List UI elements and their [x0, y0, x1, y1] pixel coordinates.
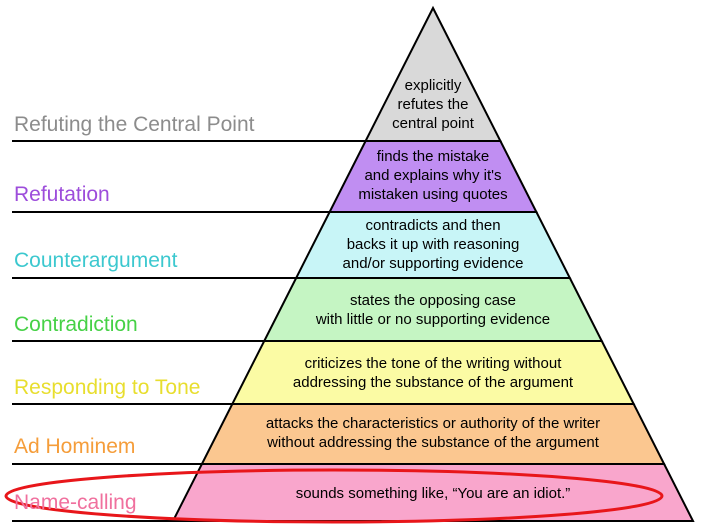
desc-line: contradicts and then [365, 217, 501, 234]
desc-line: states the opposing case [350, 292, 516, 309]
tier-label-refutation: Refutation [14, 183, 110, 206]
desc-line: sounds something like, “You are an idiot… [295, 485, 571, 502]
name-calling-highlight-ellipse [4, 468, 664, 524]
desc-line: refutes the [397, 96, 469, 113]
tier-desc-refutation: finds the mistake and explains why it's … [333, 147, 533, 204]
tier-desc-responding-to-tone: criticizes the tone of the writing witho… [243, 354, 623, 392]
desc-line: with little or no supporting evidence [315, 311, 551, 328]
desc-line: finds the mistake [376, 148, 490, 165]
desc-line: central point [392, 115, 474, 132]
tier-desc-refuting-central-point: explicitly refutes the central point [373, 76, 493, 133]
desc-line: backs it up with reasoning [346, 236, 520, 253]
tier-desc-name-calling: sounds something like, “You are an idiot… [193, 484, 673, 503]
tier-label-responding-to-tone: Responding to Tone [14, 376, 201, 399]
tier-label-contradiction: Contradiction [14, 313, 138, 336]
tier-desc-counterargument: contradicts and then backs it up with re… [303, 216, 563, 273]
tier-label-counterargument: Counterargument [14, 249, 178, 272]
tier-desc-ad-hominem: attacks the characteristics or authority… [213, 414, 653, 452]
tier-label-ad-hominem: Ad Hominem [14, 435, 136, 458]
desc-line: mistaken using quotes [358, 186, 508, 203]
desc-line: attacks the characteristics or authority… [265, 415, 601, 432]
desc-line: without addressing the substance of the … [267, 434, 599, 451]
desc-line: explicitly [404, 77, 462, 94]
tier-desc-contradiction: states the opposing case with little or … [273, 291, 593, 329]
tier-label-refuting-central-point: Refuting the Central Point [14, 113, 255, 136]
desc-line: and explains why it's [364, 167, 502, 184]
desc-line: criticizes the tone of the writing witho… [304, 355, 562, 372]
tier-label-name-calling: Name-calling [14, 491, 137, 514]
desc-line: and/or supporting evidence [342, 255, 524, 272]
desc-line: addressing the substance of the argument [292, 374, 574, 391]
